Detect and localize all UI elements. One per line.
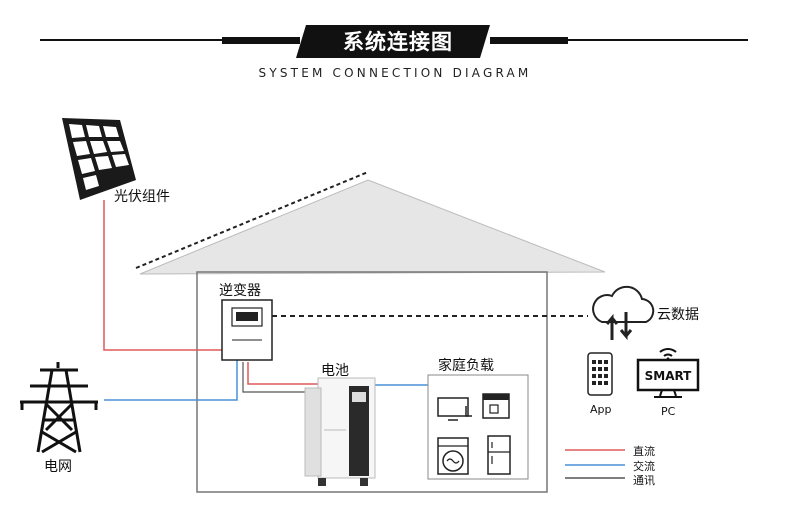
dc-line-solar <box>103 200 222 351</box>
ac-line-grid <box>104 360 238 401</box>
page-subtitle: SYSTEM CONNECTION DIAGRAM <box>258 66 532 80</box>
grid-tower-icon <box>20 362 98 454</box>
tv-icon <box>437 397 472 421</box>
home-load-label: 家庭负载 <box>438 358 494 374</box>
page-title: 系统连接图 <box>343 30 453 54</box>
pc-label: PC <box>661 405 676 418</box>
grid-label: 电网 <box>44 459 72 475</box>
phone-icon <box>587 352 613 396</box>
washing-machine-icon <box>437 437 469 475</box>
comm-line-battery <box>242 362 318 393</box>
title-plate <box>296 25 490 58</box>
cloud-label: 云数据 <box>657 307 699 323</box>
header-band <box>40 25 748 58</box>
solar-label: 光伏组件 <box>114 189 170 205</box>
home-load-box <box>427 374 529 480</box>
header-bar-left <box>222 37 300 44</box>
battery-cabinet-icon <box>304 377 376 486</box>
app-label: App <box>590 403 612 416</box>
cloud-icon <box>592 285 655 341</box>
smart-tv-icon <box>636 348 700 398</box>
refrigerator-icon <box>487 435 511 475</box>
smart-tv-label: SMART <box>645 369 693 383</box>
coffee-machine-icon <box>482 393 510 419</box>
house-outline <box>135 171 606 493</box>
inverter-icon <box>221 299 273 361</box>
battery-label: 电池 <box>321 363 349 379</box>
legend-label-dc: 直流 <box>633 445 655 458</box>
solar-panel-icon <box>62 118 136 200</box>
legend-label-ac: 交流 <box>633 460 655 473</box>
dc-line-battery <box>247 362 318 385</box>
inverter-label: 逆变器 <box>219 283 261 299</box>
legend-label-comm: 通讯 <box>633 474 655 487</box>
